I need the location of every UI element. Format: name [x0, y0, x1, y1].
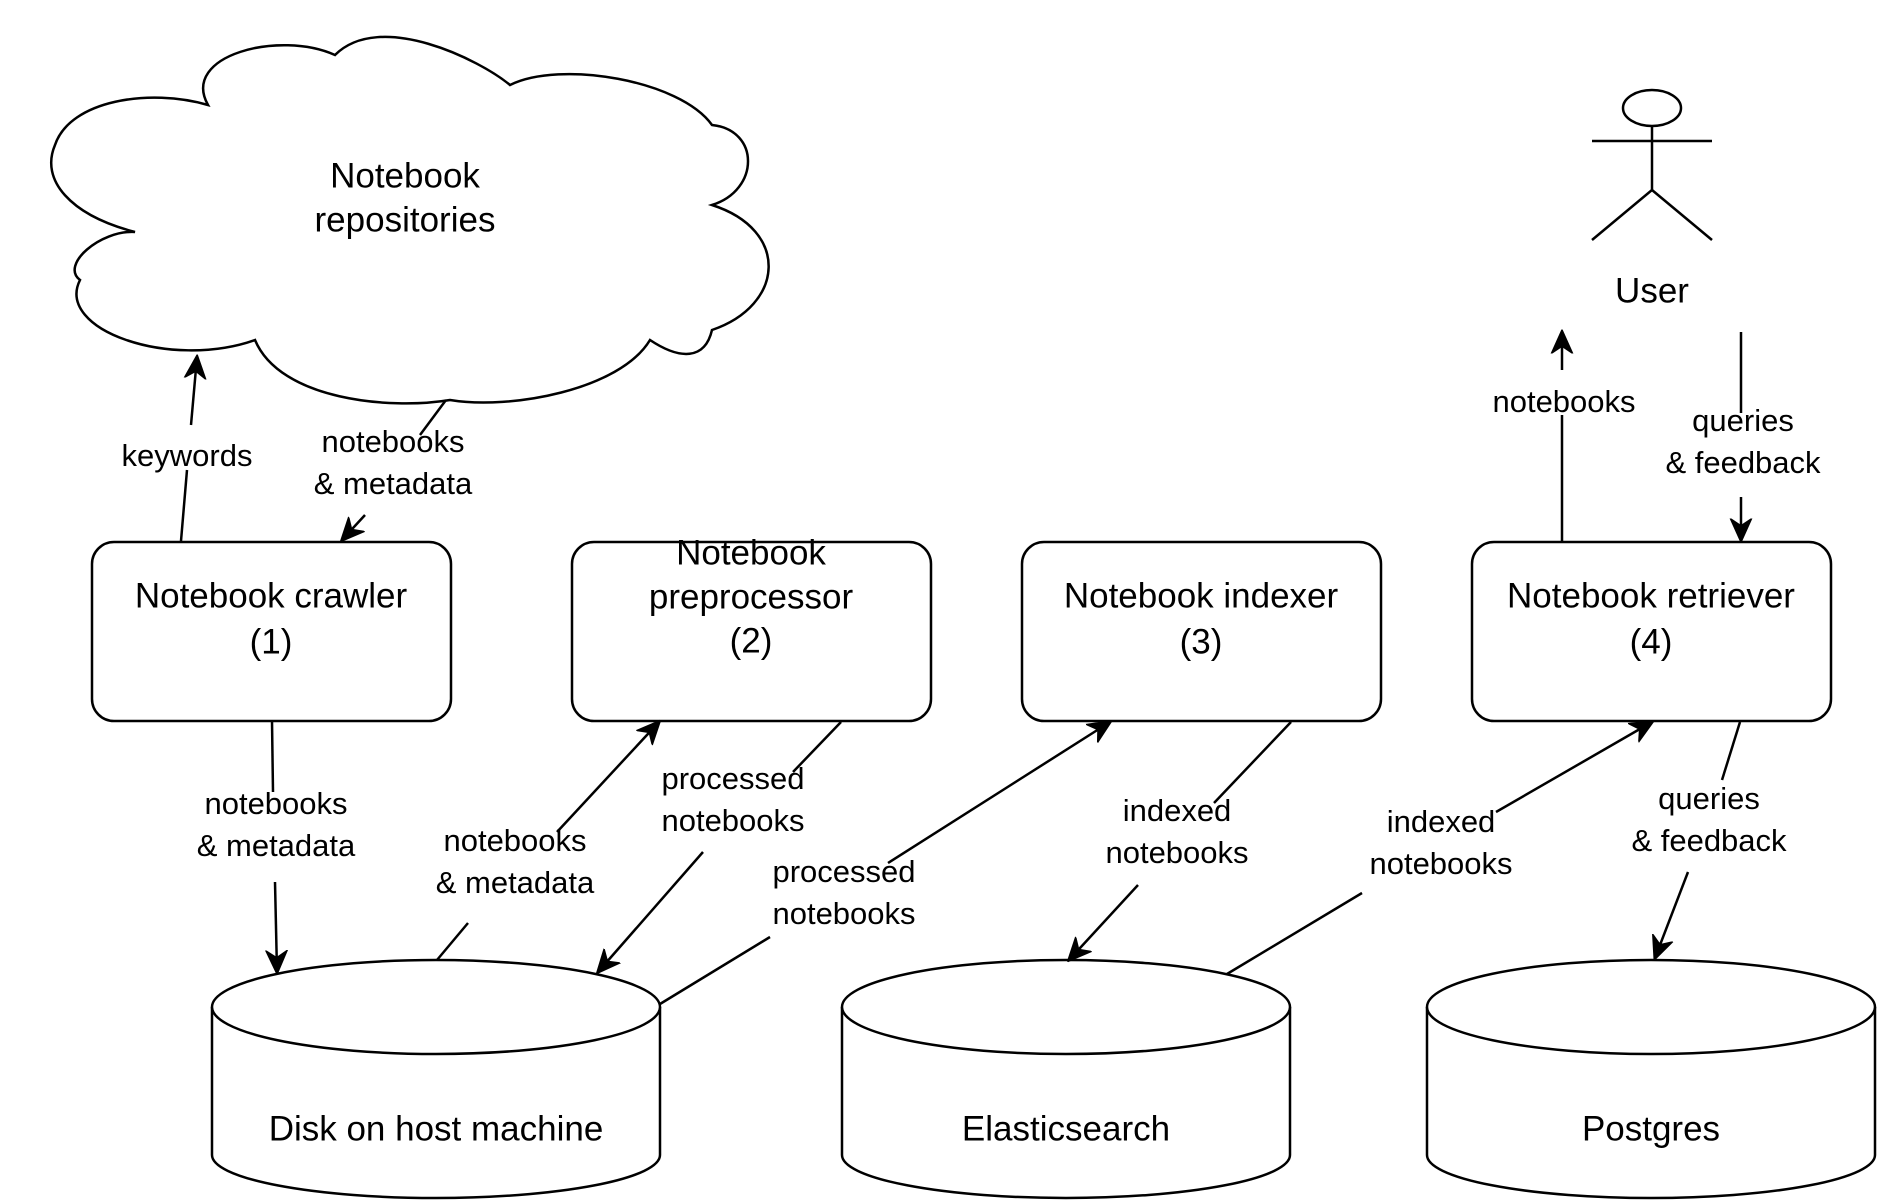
label-line: & metadata	[314, 466, 473, 501]
label-line: processed	[661, 761, 804, 796]
elasticsearch-label: Elasticsearch	[962, 1109, 1170, 1148]
label-line: notebooks	[321, 424, 464, 459]
postgres-database: Postgres	[1425, 958, 1877, 1200]
edge-keywords: keywords	[122, 357, 253, 542]
elasticsearch-database: Elasticsearch	[840, 958, 1292, 1200]
user-label: User	[1615, 271, 1689, 310]
label-line: notebooks	[661, 803, 804, 838]
label-line: Notebook retriever	[1507, 576, 1795, 615]
label-line: repositories	[315, 200, 496, 239]
indexer-to-es-label: indexed notebooks	[1105, 793, 1248, 870]
user-actor: User	[1591, 88, 1713, 310]
label-line: notebooks	[1369, 846, 1512, 881]
cloud-shape	[49, 35, 770, 405]
edge-retriever-to-postgres: queries & feedback	[1631, 721, 1787, 958]
edge-retriever-to-user: notebooks	[1492, 332, 1636, 541]
label-line: processed	[772, 854, 915, 889]
label-line: notebooks	[204, 786, 347, 821]
disk-to-indexer-label: processed notebooks	[772, 854, 915, 931]
crawler-label: Notebook crawler (1)	[135, 576, 408, 661]
label-line: (2)	[730, 621, 773, 660]
label-line: & metadata	[436, 865, 595, 900]
label-line: Notebook	[676, 533, 826, 572]
label-line: (3)	[1180, 622, 1223, 661]
label-line: notebooks	[443, 823, 586, 858]
label-line: preprocessor	[649, 577, 854, 616]
label-line: & feedback	[1665, 445, 1821, 480]
label-line: Elasticsearch	[962, 1109, 1170, 1148]
retriever-to-postgres-label: queries & feedback	[1631, 781, 1787, 858]
preprocessor-label: Notebook preprocessor (2)	[649, 533, 854, 660]
label-line: Disk on host machine	[269, 1109, 604, 1148]
edge-disk-to-indexer: processed notebooks	[659, 722, 1110, 1006]
disk-to-preprocessor-label: notebooks & metadata	[436, 823, 595, 900]
user-icon	[1591, 88, 1713, 241]
label-line: queries	[1658, 781, 1760, 816]
notebook-preprocessor-box: Notebook preprocessor (2)	[570, 533, 933, 723]
retriever-to-user-label: notebooks	[1492, 384, 1635, 419]
notebook-indexer-box: Notebook indexer (3)	[1020, 540, 1383, 723]
label-line: notebooks	[772, 896, 915, 931]
postgres-label: Postgres	[1582, 1109, 1720, 1148]
label-line: indexed	[1123, 793, 1232, 828]
crawler-to-disk-label: notebooks & metadata	[197, 786, 356, 863]
edge-crawler-to-disk: notebooks & metadata	[197, 720, 356, 972]
retriever-label: Notebook retriever (4)	[1507, 576, 1795, 661]
label-line: keywords	[122, 438, 253, 473]
label-line: notebooks	[1105, 835, 1248, 870]
label-line: Notebook indexer	[1064, 576, 1339, 615]
user-to-retriever-label: queries & feedback	[1665, 403, 1821, 480]
edge-indexer-to-es: indexed notebooks	[1069, 721, 1292, 960]
label-line: indexed	[1387, 804, 1496, 839]
repos-to-crawler-label: notebooks & metadata	[314, 424, 473, 501]
label-line: Postgres	[1582, 1109, 1720, 1148]
edge-preprocessor-to-disk: processed notebooks	[598, 721, 842, 972]
label-line: & metadata	[197, 828, 356, 863]
label-line: (1)	[250, 622, 293, 661]
edge-repos-to-crawler: notebooks & metadata	[314, 399, 473, 540]
keywords-label: keywords	[122, 438, 253, 473]
edge-disk-to-preprocessor: notebooks & metadata	[436, 722, 659, 961]
edge-es-to-retriever: indexed notebooks	[1226, 722, 1652, 976]
es-to-retriever-label: indexed notebooks	[1369, 804, 1512, 881]
label-line: User	[1615, 271, 1689, 310]
preprocessor-to-disk-label: processed notebooks	[661, 761, 804, 838]
notebook-repositories-cloud: Notebook repositories	[49, 35, 770, 405]
notebook-crawler-box: Notebook crawler (1)	[90, 540, 453, 723]
disk-label: Disk on host machine	[269, 1109, 604, 1148]
notebook-retriever-box: Notebook retriever (4)	[1470, 540, 1833, 723]
label-line: & feedback	[1631, 823, 1787, 858]
indexer-label: Notebook indexer (3)	[1064, 576, 1339, 661]
edge-user-to-retriever: queries & feedback	[1665, 332, 1821, 540]
label-line: queries	[1692, 403, 1794, 438]
label-line: notebooks	[1492, 384, 1635, 419]
label-line: Notebook	[330, 156, 480, 195]
disk-database: Disk on host machine	[210, 958, 662, 1200]
label-line: (4)	[1630, 622, 1673, 661]
repositories-label: Notebook repositories	[315, 156, 496, 239]
label-line: Notebook crawler	[135, 576, 408, 615]
